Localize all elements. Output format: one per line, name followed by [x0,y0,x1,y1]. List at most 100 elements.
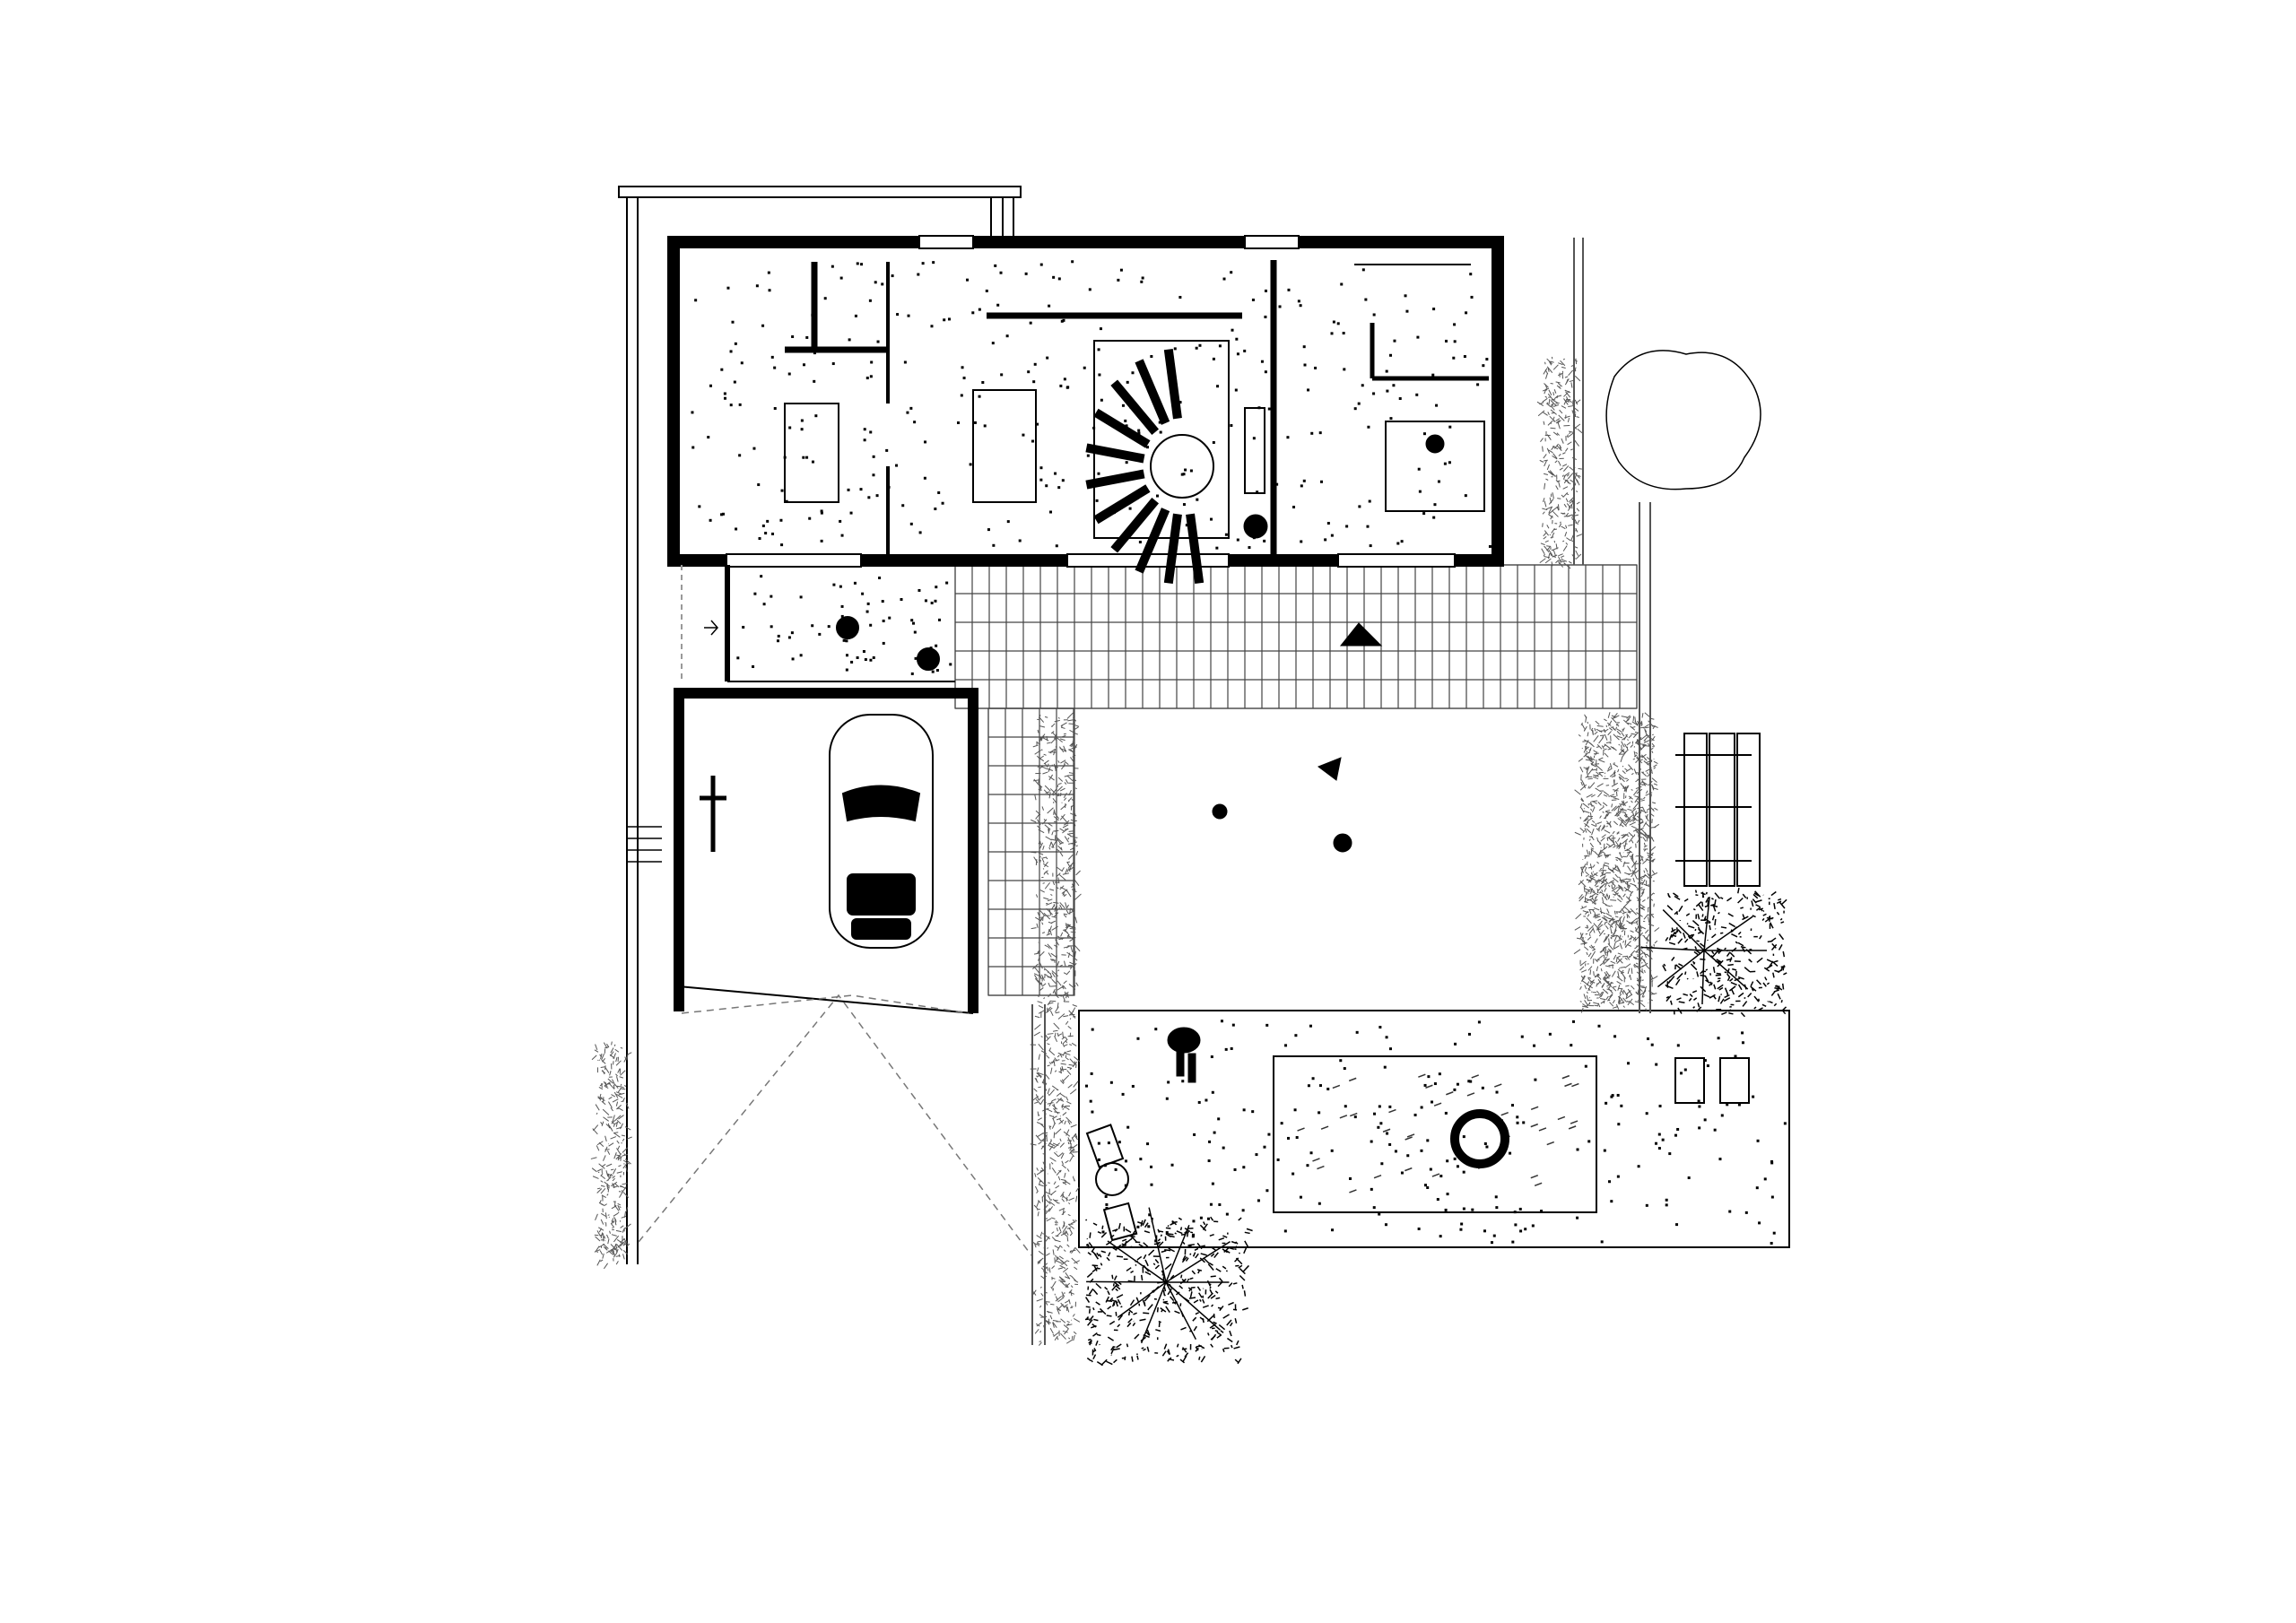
texture-dot [691,446,695,449]
texture-dot [994,264,997,267]
texture-dot [1437,480,1440,483]
hedge-stroke [1096,1333,1101,1337]
hedge-stroke [621,1186,627,1193]
texture-dot [900,598,903,602]
hedge-stroke [1709,994,1716,999]
hedge-stroke [1611,803,1613,808]
hedge-stroke [1542,511,1545,515]
texture-dot [1417,467,1421,471]
hedge-stroke [1063,972,1068,976]
hedge-stroke [1067,934,1074,940]
hedge-stroke [612,1115,615,1122]
hedge-stroke [1170,1221,1176,1226]
hedge-stroke [1213,1313,1215,1318]
hedge-stroke [1643,845,1648,848]
hedge-stroke [1626,742,1631,746]
texture-dot [845,639,848,643]
hedge-stroke [608,1142,614,1147]
hedge-stroke [1044,944,1050,949]
hedge-stroke [610,1168,614,1171]
hedge-stroke [1778,944,1783,950]
hedge-stroke [1756,979,1761,985]
texture-dot [1436,1198,1439,1202]
hedge-stroke [1591,764,1597,768]
texture-dot [758,537,761,541]
hedge-stroke [1609,918,1615,922]
hedge-stroke [1171,1301,1178,1304]
texture-dot [1121,404,1125,407]
texture-dot [1396,542,1400,545]
hedge-stroke [1566,434,1569,438]
texture-dot [1098,373,1101,377]
hedge-stroke [1052,1117,1056,1124]
hedge-stroke [1651,751,1654,754]
hedge-stroke [1730,926,1738,933]
hedge-stroke [1629,817,1636,823]
hedge-stroke [602,1108,610,1115]
hedge-stroke [1560,360,1566,367]
hedge-stroke [1068,1298,1071,1305]
texture-dot [1482,364,1485,368]
hedge-stroke [1154,1264,1160,1270]
hedge-stroke [1050,731,1055,734]
texture-dot [811,313,814,317]
texture-dot [1674,1133,1677,1137]
hedge-stroke [1180,1274,1183,1279]
hedge-stroke [1536,401,1544,406]
hedge-stroke [1033,973,1040,976]
hedge-stroke [1701,901,1704,907]
hedge-stroke [1596,927,1601,934]
texture-dot [1216,385,1220,388]
texture-dot [935,644,938,647]
stair-tread [1093,408,1151,448]
hedge-stroke [1092,1332,1098,1337]
hedge-stroke [1087,1319,1093,1326]
hedge-stroke [1135,1297,1139,1303]
hedge-stroke [1551,527,1555,534]
hedge-stroke [1618,743,1621,746]
hedge-stroke [1626,943,1632,947]
hedge-stroke [1691,933,1695,939]
texture-dot [1318,1084,1322,1088]
hedge-stroke [617,1107,620,1110]
hedge-stroke [1742,1001,1748,1007]
hedge-stroke [1088,1315,1094,1322]
hedge-stroke [1069,1032,1072,1037]
texture-dot [1303,363,1307,367]
hedge-stroke [1036,742,1041,745]
texture-dot [1189,469,1193,473]
hedge-stroke [1548,509,1554,515]
hedge-stroke [1608,843,1615,848]
hedge-stroke [623,1243,629,1245]
hedge-stroke [1718,986,1724,991]
texture-dot [913,630,917,634]
hedge-stroke [1042,1232,1045,1235]
hedge-stroke [611,1120,615,1125]
hedge-stroke [613,1084,615,1089]
hedge-stroke [1105,1240,1112,1245]
hedge-stroke [1065,821,1072,825]
hedge-stroke [1106,1256,1110,1262]
hedge-stroke [1033,952,1039,955]
hedge-stroke [1599,991,1603,996]
hedge-stroke [1579,880,1587,888]
texture-dot [1045,484,1048,488]
texture-dot [1377,1125,1380,1129]
hedge-stroke [1218,1324,1226,1331]
hedge-stroke [1590,757,1593,759]
hedge-stroke [615,1261,619,1265]
hedge-stroke [1611,805,1617,812]
hedge-stroke [1106,1360,1113,1366]
hedge-stroke [1143,1348,1146,1351]
hedge-stroke [600,1219,604,1225]
hedge-stroke [1053,1107,1059,1115]
hedge-stroke [1548,389,1552,395]
hedge-stroke [1234,1248,1237,1251]
texture-dot [818,632,822,636]
texture-dot [1192,1219,1196,1223]
hedge-stroke [1598,929,1605,937]
texture-dot [1218,1202,1222,1206]
hedge-stroke [1180,1326,1187,1331]
texture-dot [1516,1121,1519,1124]
hedge-stroke [1591,820,1596,823]
